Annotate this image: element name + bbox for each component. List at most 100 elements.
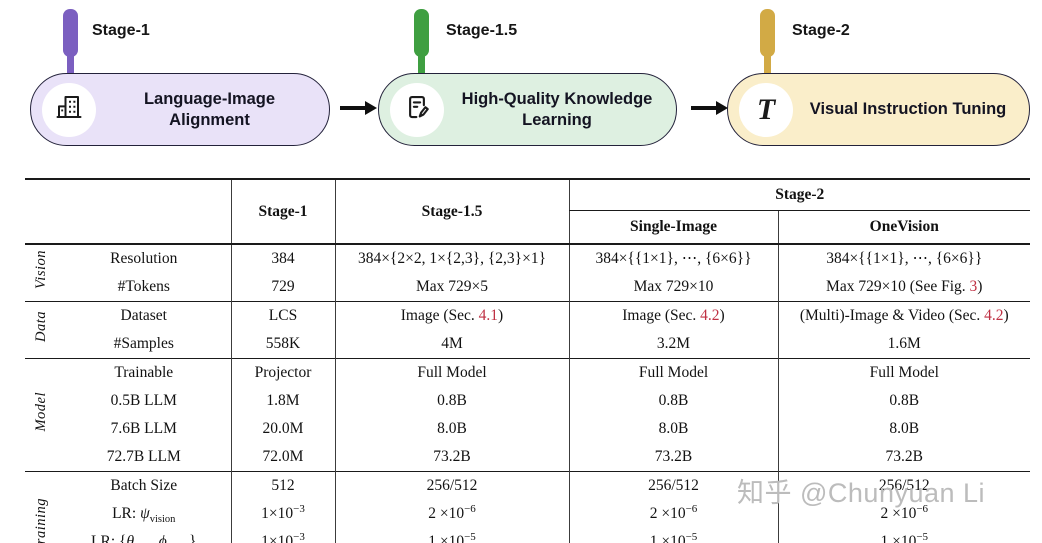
cell-stage1: 729: [230, 273, 335, 302]
stage2-title: Visual Instruction Tuning: [809, 100, 1007, 119]
cell-stage1: 20.0M: [230, 415, 335, 443]
section-label-data: Data: [25, 301, 57, 359]
cell-stage1: Projector: [230, 358, 335, 387]
stage1-title: Language-Image Alignment: [143, 89, 276, 129]
marker-stem: [67, 55, 74, 77]
cell-single-image: Max 729×10: [568, 273, 778, 302]
cell-stage1: 512: [230, 471, 335, 500]
cell-onevision: 73.2B: [777, 443, 1031, 472]
cell-stage15: 8.0B: [334, 415, 569, 443]
stage2-icon-circle: T: [739, 82, 793, 137]
cell-onevision: Max 729×10 (See Fig. 3): [777, 273, 1031, 302]
cell-single-image: Image (Sec. 4.2): [568, 301, 778, 330]
header-empty-cell: [25, 179, 231, 245]
table-row: 7.6B LLM 20.0M 8.0B 8.0B 8.0B: [25, 415, 1031, 443]
table-row: Model Trainable Projector Full Model Ful…: [25, 358, 1031, 472]
cell-single-image: 2 ×10−6: [568, 500, 778, 528]
cell-stage1: 558K: [230, 330, 335, 359]
stage1-label: Stage-1: [92, 22, 150, 39]
table-row: Vision Resolution 384 384×{2×2, 1×{2,3},…: [25, 243, 1031, 302]
cell-stage15: Max 729×5: [334, 273, 569, 302]
header-stage2: Stage-2: [568, 179, 1031, 211]
cell-stage1: LCS: [230, 301, 335, 330]
row-label: 7.6B LLM: [110, 419, 177, 437]
table-row: 72.7B LLM 72.0M 73.2B 73.2B 73.2B: [25, 443, 1031, 472]
cell-single-image: 3.2M: [568, 330, 778, 359]
cell-stage15: 0.8B: [334, 387, 569, 415]
table-row: LR: {θproj, ϕLLM} 1×10−3 1 ×10−5 1 ×10−5…: [25, 528, 1031, 543]
stage2-marker-pen-icon: [760, 9, 775, 77]
cell-onevision: 2 ×10−6: [777, 500, 1031, 528]
cell-stage15: 2 ×10−6: [334, 500, 569, 528]
stage15-icon-circle: [390, 82, 444, 137]
table-row: 0.5B LLM 1.8M 0.8B 0.8B 0.8B: [25, 387, 1031, 415]
cell-single-image: 384×{{1×1}, ⋯, {6×6}}: [568, 243, 778, 273]
cell-single-image: 0.8B: [568, 387, 778, 415]
cell-stage15: 1 ×10−5: [334, 528, 569, 543]
training-spec-table: Stage-1 Stage-1.5 Stage-2 Single-Image O…: [25, 178, 1031, 543]
section-label-training: Training: [25, 471, 57, 543]
row-label: #Tokens: [117, 277, 170, 295]
text-tool-icon: T: [756, 92, 776, 126]
cell-onevision: 384×{{1×1}, ⋯, {6×6}}: [777, 243, 1031, 273]
table-subheader-row: Single-Image OneVision: [25, 210, 1031, 245]
cell-onevision: (Multi)-Image & Video (Sec. 4.2): [777, 301, 1031, 330]
table-row: #Samples 558K 4M 3.2M 1.6M: [25, 330, 1031, 359]
cell-stage1: 1×10−3: [230, 500, 335, 528]
cell-stage15: Full Model: [334, 358, 569, 387]
row-label: LR: ψvision: [112, 504, 176, 526]
row-label: Trainable: [57, 358, 231, 387]
note-edit-icon: [402, 92, 432, 127]
section-label-model: Model: [25, 358, 57, 472]
building-icon: [54, 92, 84, 127]
cell-onevision: 8.0B: [777, 415, 1031, 443]
marker-stem: [764, 55, 771, 77]
header-stage1: Stage-1: [230, 179, 335, 245]
row-label: Batch Size: [57, 471, 231, 500]
stage2-label: Stage-2: [792, 22, 850, 39]
arrow-right-icon: [340, 101, 377, 114]
arrow-right-icon: [691, 101, 728, 114]
cell-single-image: Full Model: [568, 358, 778, 387]
zhihu-watermark: 知乎 @Chunyuan Li: [737, 478, 986, 508]
stage15-pill: High-Quality Knowledge Learning: [378, 73, 677, 146]
cell-stage1: 1.8M: [230, 387, 335, 415]
cell-onevision: 256/512: [777, 471, 1031, 500]
stage1-icon-circle: [42, 82, 96, 137]
cell-onevision: 1 ×10−5: [777, 528, 1031, 543]
cell-stage1: 384: [230, 243, 335, 273]
table-row: Data Dataset LCS Image (Sec. 4.1) Image …: [25, 301, 1031, 359]
cell-single-image: 1 ×10−5: [568, 528, 778, 543]
cell-stage1: 72.0M: [230, 443, 335, 472]
cell-single-image: 8.0B: [568, 415, 778, 443]
row-label: Dataset: [57, 301, 231, 330]
row-label: 72.7B LLM: [106, 447, 181, 465]
cell-onevision: 1.6M: [777, 330, 1031, 359]
cell-stage15: 4M: [334, 330, 569, 359]
marker-stem: [418, 55, 425, 77]
table-row: #Tokens 729 Max 729×5 Max 729×10 Max 729…: [25, 273, 1031, 302]
table-header-row: Stage-1 Stage-1.5 Stage-2: [25, 179, 1031, 245]
table-row: Training Batch Size 512 256/512 256/512 …: [25, 471, 1031, 543]
header-single-image: Single-Image: [568, 210, 778, 245]
row-label: #Samples: [113, 334, 174, 352]
header-stage15: Stage-1.5: [334, 179, 569, 245]
stage1-marker-pen-icon: [63, 9, 78, 77]
header-onevision: OneVision: [777, 210, 1031, 245]
stage1-pill: Language-Image Alignment: [30, 73, 330, 146]
row-label: LR: {θproj, ϕLLM}: [91, 532, 197, 543]
row-label: 0.5B LLM: [110, 391, 177, 409]
section-label-vision: Vision: [25, 243, 57, 302]
cell-stage1: 1×10−3: [230, 528, 335, 543]
stage15-marker-pen-icon: [414, 9, 429, 77]
cell-stage15: 384×{2×2, 1×{2,3}, {2,3}×1}: [334, 243, 569, 273]
stage15-label: Stage-1.5: [446, 22, 518, 39]
stage15-title: High-Quality Knowledge Learning: [461, 89, 653, 129]
table-row: LR: ψvision 1×10−3 2 ×10−6 2 ×10−6 2 ×10…: [25, 500, 1031, 528]
cell-onevision: Full Model: [777, 358, 1031, 387]
row-label: Resolution: [57, 243, 231, 273]
cell-stage15: Image (Sec. 4.1): [334, 301, 569, 330]
cell-stage15: 73.2B: [334, 443, 569, 472]
cell-onevision: 0.8B: [777, 387, 1031, 415]
